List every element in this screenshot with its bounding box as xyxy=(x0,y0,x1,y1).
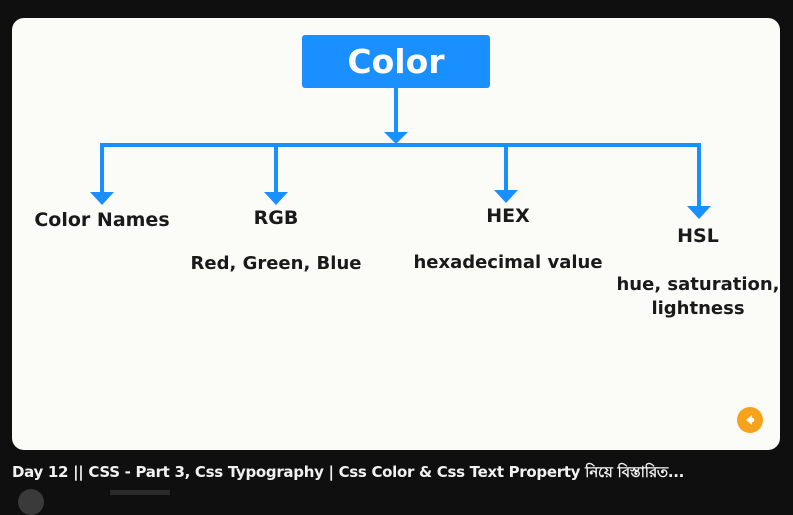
video-title[interactable]: Day 12 || CSS - Part 3, Css Typography |… xyxy=(12,463,685,481)
channel-badge xyxy=(737,407,763,433)
arrowhead-color-names xyxy=(90,192,114,205)
branch-label-hsl: HSL xyxy=(677,225,719,247)
video-thumbnail[interactable]: Color Color Names RGB Red, Green, Blue H… xyxy=(12,18,780,450)
channel-name-peek xyxy=(110,490,170,495)
diagram-connectors xyxy=(90,86,711,219)
arrowhead-hex xyxy=(494,190,518,203)
arrowhead-hsl xyxy=(687,206,711,219)
root-arrowhead xyxy=(384,132,408,144)
branch-label-color-names: Color Names xyxy=(34,209,170,231)
root-node-color: Color xyxy=(302,35,490,88)
arrowhead-rgb xyxy=(264,192,288,205)
branch-desc-hsl-line1: hue, saturation, xyxy=(616,274,780,295)
branch-desc-rgb: Red, Green, Blue xyxy=(190,253,362,274)
channel-avatar[interactable] xyxy=(18,489,44,515)
branch-desc-hsl-line2: lightness xyxy=(651,298,745,319)
branch-label-rgb: RGB xyxy=(253,207,299,229)
play-arrow-icon xyxy=(746,415,755,425)
branch-label-hex: HEX xyxy=(486,205,530,227)
branch-desc-hex: hexadecimal value xyxy=(413,252,603,273)
